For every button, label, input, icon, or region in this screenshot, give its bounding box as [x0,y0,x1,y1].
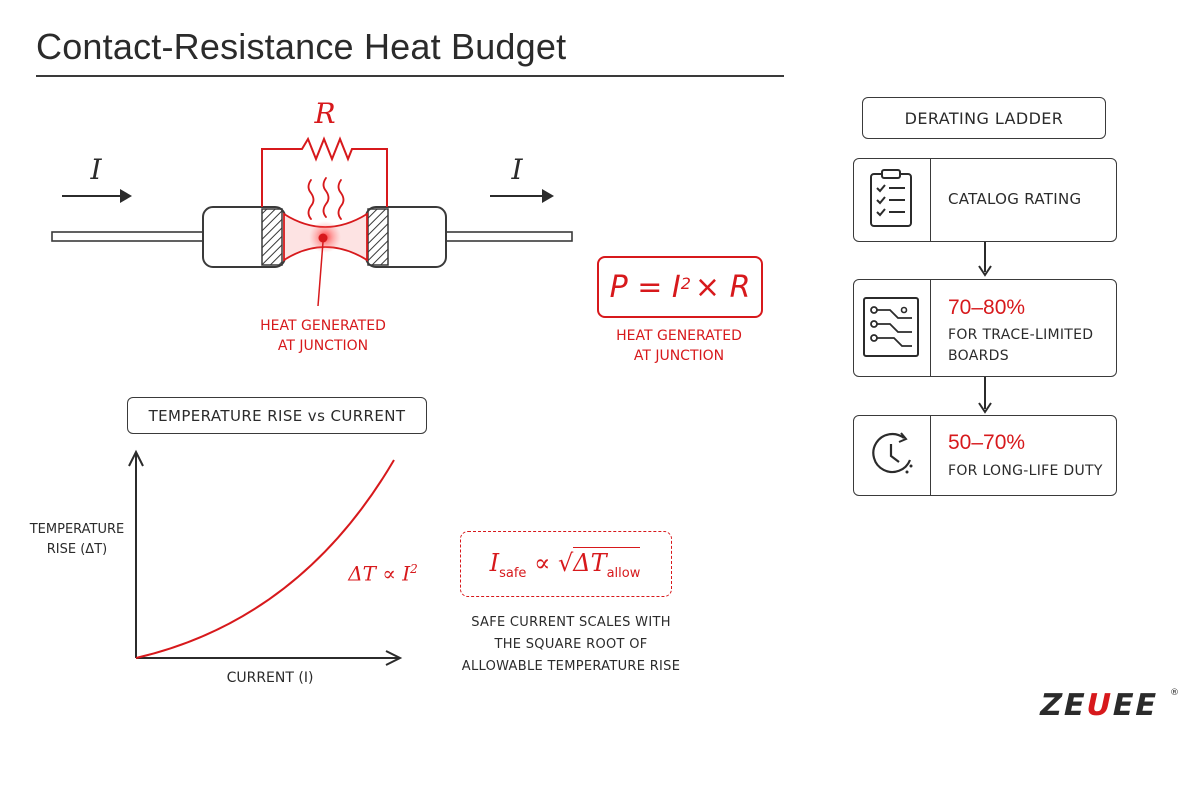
safe-current-formula-box [460,531,672,597]
current-arrow-right [490,189,554,203]
safe-formula-radicand-sub: allow [606,565,641,581]
contact-resistor [261,136,388,207]
graph-relation-exponent: 2 [410,562,418,576]
current-label-left: I [90,153,102,186]
graph-y-axis [128,449,144,658]
safe-caption-line3: ALLOWABLE TEMPERATURE RISE [461,659,681,674]
graph-title-box: TEMPERATURE RISE vs CURRENT [127,397,427,434]
quadratic-curve [135,459,395,659]
power-formula-exponent: 2 [680,273,691,293]
safe-formula-I: I [489,549,500,577]
derating-header: DERATING LADDER [904,108,1064,128]
page-title: Contact-Resistance Heat Budget [36,26,567,67]
clock-icon [872,432,913,474]
graph-ylabel: TEMPERATURE RISE (ΔT) [20,520,134,560]
safe-current-caption: SAFE CURRENT SCALES WITH THE SQUARE ROOT… [440,612,702,678]
graph-ylabel-line1: TEMPERATURE [29,522,125,537]
right-wire [443,231,573,242]
left-connector [202,206,286,268]
junction-leader [317,241,324,307]
ladder-step-trace-limited: 70–80% FOR TRACE-LIMITED BOARDS [853,279,1117,377]
logo-part-c: EE [1108,688,1162,723]
graph-x-axis [136,650,403,666]
ladder-step-long-life-value: 50–70% [948,431,1026,454]
ladder-step-trace-label: FOR TRACE-LIMITED BOARDS [948,325,1093,367]
trace-label-line1: FOR TRACE-LIMITED [948,327,1094,343]
brand-logo: ZEUEE [1036,688,1161,723]
ladder-arrow-1 [978,241,992,277]
safe-formula-sub: safe [499,565,527,581]
right-connector [365,206,447,268]
ladder-icon-cell [854,159,931,241]
logo-part-a: ZE [1036,688,1090,723]
circuit-board-icon [863,297,919,357]
ladder-step-trace-value: 70–80% [948,296,1026,319]
ladder-step-long-life: 50–70% FOR LONG-LIFE DUTY [853,415,1117,496]
graph-title: TEMPERATURE RISE vs CURRENT [148,406,406,425]
junction-heat-label-line2: AT JUNCTION [277,338,369,354]
derating-header-box: DERATING LADDER [862,97,1106,139]
safe-formula-prop: ∝ [534,549,551,577]
clipboard-checklist-icon [870,169,912,227]
safe-current-formula: Isafe ∝ √ΔTallow [460,547,670,589]
current-arrow-left [62,189,132,203]
ladder-icon-cell [854,416,931,495]
ladder-step-catalog: CATALOG RATING [853,158,1117,242]
graph-relation-text: ΔT ∝ I [348,561,411,586]
resistor-label: R [314,97,336,130]
junction-heat-label-line1: HEAT GENERATED [260,318,386,334]
ladder-step-long-life-label: FOR LONG-LIFE DUTY [948,463,1103,479]
ladder-icon-cell [854,280,931,376]
power-caption-line1: HEAT GENERATED [616,328,742,344]
safe-caption-line1: SAFE CURRENT SCALES WITH [471,615,671,630]
graph-ylabel-line2: RISE (ΔT) [46,542,108,557]
power-caption-line2: AT JUNCTION [633,348,725,364]
power-formula-rhs: × R [694,269,751,305]
graph-relation: ΔT ∝ I2 [338,556,428,587]
junction-heat-label: HEAT GENERATED AT JUNCTION [238,316,408,356]
trace-label-line2: BOARDS [948,348,1009,364]
title-divider [36,75,784,77]
left-wire [51,231,207,242]
sqrt-icon: √ [557,549,574,577]
ladder-arrow-2 [978,377,992,414]
current-label-right: I [511,153,523,186]
contact-junction [283,212,368,262]
safe-caption-line2: THE SQUARE ROOT OF [494,637,648,652]
heat-waves-icon [307,177,345,220]
power-formula-caption: HEAT GENERATED AT JUNCTION [594,326,764,366]
power-formula-lhs: P = I [609,269,681,305]
graph-xlabel: CURRENT (I) [226,670,314,686]
registered-mark: ® [1170,688,1179,698]
safe-formula-radicand: ΔT [573,549,607,577]
ladder-step-catalog-label: CATALOG RATING [948,190,1082,208]
